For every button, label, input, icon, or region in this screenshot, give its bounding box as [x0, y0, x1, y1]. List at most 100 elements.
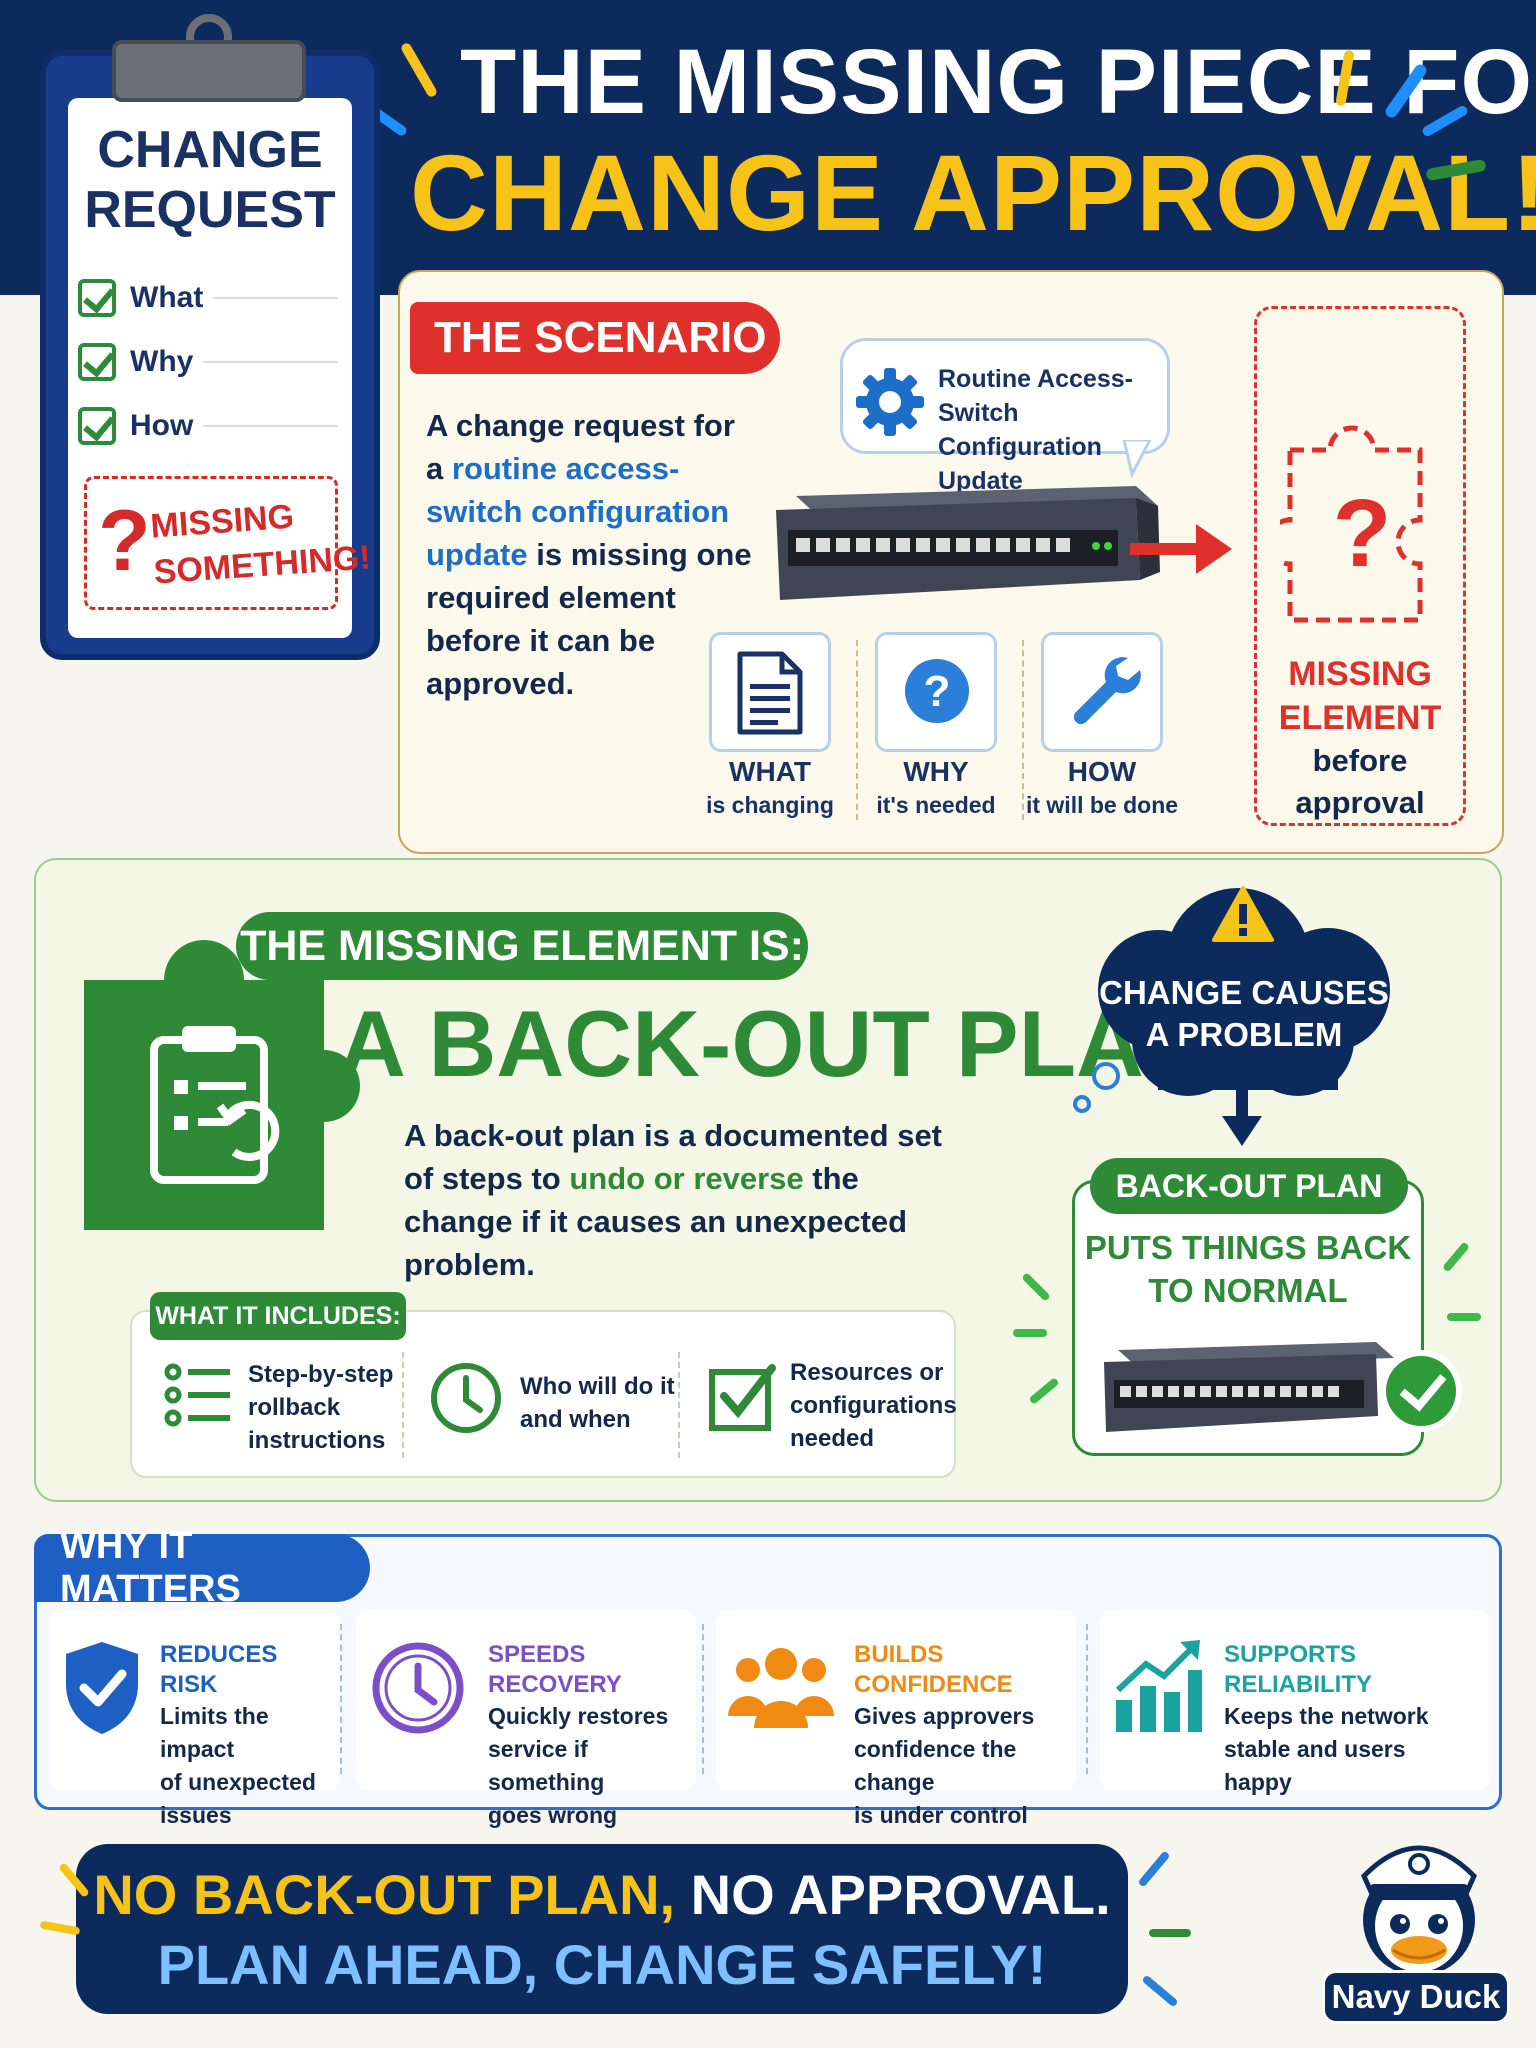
list-icon	[164, 1363, 230, 1427]
what-label: WHAT	[729, 756, 811, 787]
spark-decoration	[1013, 1329, 1047, 1337]
scenario-body-highlight: routine access-switch configuration upda…	[426, 451, 730, 572]
banner-line-2: PLAN AHEAD, CHANGE SAFELY!	[157, 1933, 1047, 1996]
cloud-text: CHANGE CAUSES A PROBLEM	[1094, 972, 1394, 1056]
puzzle-piece-icon: ?	[1280, 425, 1423, 623]
includes-tag: WHAT IT INCLUDES:	[150, 1292, 406, 1340]
divider	[402, 1352, 404, 1458]
banner-line-1: NO BACK-OUT PLAN, NO APPROVAL.	[76, 1862, 1128, 1927]
missing-element-sub: before approval	[1254, 740, 1466, 824]
clipboard-line	[213, 297, 338, 299]
clipboard-clip	[112, 40, 306, 102]
divider	[702, 1624, 704, 1774]
people-icon	[728, 1648, 834, 1728]
matter-1-text: REDUCES RISK Limits the impact of unexpe…	[160, 1640, 340, 1832]
matter-line: Limits the impact	[160, 1703, 269, 1762]
backout-body: A back-out plan is a documented set of s…	[404, 1114, 964, 1286]
checkbox-icon	[709, 1364, 776, 1431]
spark-decoration	[1149, 1929, 1191, 1937]
divider	[678, 1352, 680, 1458]
divider	[1086, 1624, 1088, 1774]
missing-something-text: MISSING SOMETHING!	[149, 489, 372, 596]
scenario-body-text: is missing one required element before i…	[426, 537, 752, 701]
clipboard-item-label: What	[130, 281, 204, 314]
missing-element-line-1: MISSING	[1288, 655, 1432, 693]
clipboard-item-label: How	[130, 409, 194, 442]
missing-element-line-4: approval	[1295, 785, 1425, 820]
matter-line: Gives approvers	[854, 1703, 1035, 1729]
matter-2-text: SPEEDS RECOVERY Quickly restores service…	[488, 1640, 698, 1832]
red-arrow	[1130, 543, 1200, 555]
matter-line: is under control	[854, 1802, 1028, 1828]
clipboard-line	[203, 361, 338, 363]
clipboard-item-how: How	[78, 404, 338, 448]
backout-tag: THE MISSING ELEMENT IS:	[236, 912, 808, 980]
svg-text:?: ?	[1333, 480, 1392, 587]
cloud-line-1: CHANGE CAUSES	[1099, 974, 1389, 1011]
include-item-1: Step-by-step rollback instructions	[248, 1358, 393, 1457]
include-line: Who will do it	[520, 1373, 675, 1400]
matter-line: goes wrong	[488, 1802, 618, 1828]
why-label: WHY	[903, 756, 969, 787]
matter-line: confidence the change	[854, 1736, 1017, 1795]
clipboard-line	[203, 425, 338, 427]
document-icon	[737, 651, 803, 735]
question-mark-icon: ?	[98, 493, 151, 589]
checkbox-checked-icon	[78, 407, 116, 445]
backout-body-text: A back-out plan is a documented set of s…	[404, 1118, 943, 1196]
spark-decoration	[1447, 1313, 1481, 1321]
include-item-2: Who will do it and when	[520, 1370, 675, 1436]
network-switch-icon	[1104, 1342, 1394, 1432]
bubble-text: Routine Access-Switch Configuration Upda…	[938, 362, 1168, 498]
matter-4-text: SUPPORTS RELIABILITY Keeps the network s…	[1224, 1640, 1484, 1799]
include-line: and when	[520, 1406, 631, 1433]
gear-icon	[856, 368, 924, 436]
spark-decoration	[1141, 1974, 1179, 2008]
include-line: configurations	[790, 1392, 957, 1419]
navy-duck-mascot	[1361, 1845, 1477, 1976]
include-line: Step-by-step	[248, 1361, 394, 1388]
clipboard-item-why: Why	[78, 340, 338, 384]
clipboard-item-what: What	[78, 276, 338, 320]
clock-icon	[431, 1363, 501, 1433]
matter-line: Keeps the network	[1224, 1703, 1429, 1729]
brand-label: Navy Duck	[1322, 1970, 1510, 2024]
clipboard-item-label: Why	[130, 345, 194, 378]
matter-line: stable and users	[1224, 1736, 1406, 1762]
title-line-2: CHANGE APPROVAL!	[410, 132, 1536, 253]
banner-highlight: NO BACK-OUT PLAN,	[93, 1863, 676, 1926]
success-check-icon	[1380, 1350, 1462, 1432]
matter-line: issues	[160, 1802, 232, 1828]
spark-decoration	[39, 1920, 81, 1936]
warning-icon	[1212, 886, 1274, 942]
matter-line: service if something	[488, 1736, 605, 1795]
back-to-normal-tag: BACK-OUT PLAN	[1090, 1158, 1408, 1214]
missing-element-title: MISSING ELEMENT	[1254, 652, 1466, 740]
problem-cloud	[1073, 888, 1390, 1113]
missing-element-box	[1254, 306, 1466, 826]
divider	[856, 640, 858, 820]
missing-element-line-3: before	[1312, 743, 1408, 778]
normal-line-1: PUTS THINGS BACK	[1084, 1229, 1412, 1266]
matter-builds-confidence	[716, 1610, 1076, 1790]
why-sub: it's needed	[876, 792, 996, 818]
banner-text: NO APPROVAL.	[675, 1863, 1111, 1926]
checkbox-checked-icon	[78, 279, 116, 317]
backout-body-highlight: undo or reverse	[569, 1161, 804, 1196]
what-sub: is changing	[706, 792, 834, 818]
matter-line: Quickly restores	[488, 1703, 669, 1729]
spark-decoration	[1137, 1850, 1171, 1888]
question-icon: ?	[905, 659, 969, 723]
network-switch-icon	[776, 486, 1160, 600]
matter-head: BUILDS CONFIDENCE	[854, 1641, 1013, 1698]
how-label: HOW	[1067, 756, 1137, 787]
include-item-3: Resources or configurations needed	[790, 1356, 957, 1455]
bubble-line-1: Routine Access-Switch	[938, 365, 1133, 427]
puzzle-clipboard-icon	[84, 940, 360, 1230]
how-sub: it will be done	[1025, 792, 1179, 818]
matter-head: REDUCES RISK	[160, 1641, 278, 1698]
wrench-icon	[1073, 657, 1141, 725]
bottom-banner	[76, 1844, 1128, 2014]
normal-line-2: TO NORMAL	[1148, 1272, 1348, 1309]
matter-head: SUPPORTS RELIABILITY	[1224, 1641, 1372, 1698]
